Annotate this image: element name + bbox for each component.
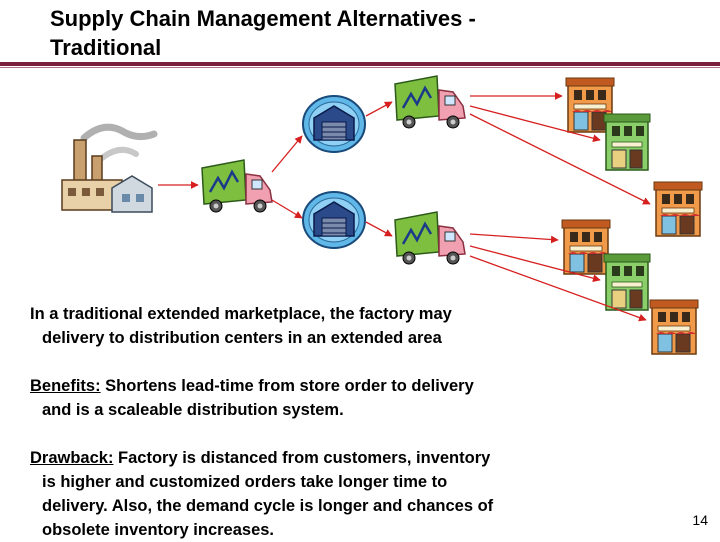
title-divider [0, 62, 720, 66]
truck-icon [393, 210, 467, 266]
warehouse-icon [302, 191, 366, 249]
truck-icon [200, 158, 274, 214]
drawback-text-2: is higher and customized orders take lon… [42, 473, 448, 491]
truck-icon [393, 74, 467, 130]
drawback-text-3: delivery. Also, the demand cycle is long… [42, 497, 494, 515]
drawback-text-1: Factory is distanced from customers, inv… [113, 449, 491, 467]
intro-text-2: delivery to distribution centers in an e… [42, 329, 442, 347]
benefits-paragraph: Benefits: Shortens lead-time from store … [30, 374, 620, 422]
benefits-text-2: and is a scaleable distribution system. [42, 401, 344, 419]
drawback-paragraph: Drawback: Factory is distanced from cust… [30, 446, 620, 542]
drawback-label: Drawback: [30, 449, 114, 467]
benefits-text-1: Shortens lead-time from store order to d… [100, 377, 474, 395]
store-icon [653, 181, 703, 237]
flow-arrows [158, 92, 651, 322]
warehouse-icon [302, 95, 366, 153]
benefits-label: Benefits: [30, 377, 101, 395]
intro-paragraph: In a traditional extended marketplace, t… [30, 302, 620, 350]
drawback-text-4: obsolete inventory increases. [42, 521, 275, 539]
page-number: 14 [692, 512, 708, 528]
slide-title-line-2: Traditional [50, 35, 162, 60]
slide-title: Supply Chain Management Alternatives - T… [50, 4, 610, 62]
slide-title-line-1: Supply Chain Management Alternatives - [50, 6, 476, 31]
title-divider-thin [0, 67, 720, 68]
store-icon [561, 219, 611, 275]
supply-chain-diagram [61, 74, 703, 355]
store-icon [649, 299, 699, 355]
store-icon [603, 113, 651, 171]
factory-icon [61, 123, 158, 213]
intro-text-1: In a traditional extended marketplace, t… [30, 305, 452, 323]
